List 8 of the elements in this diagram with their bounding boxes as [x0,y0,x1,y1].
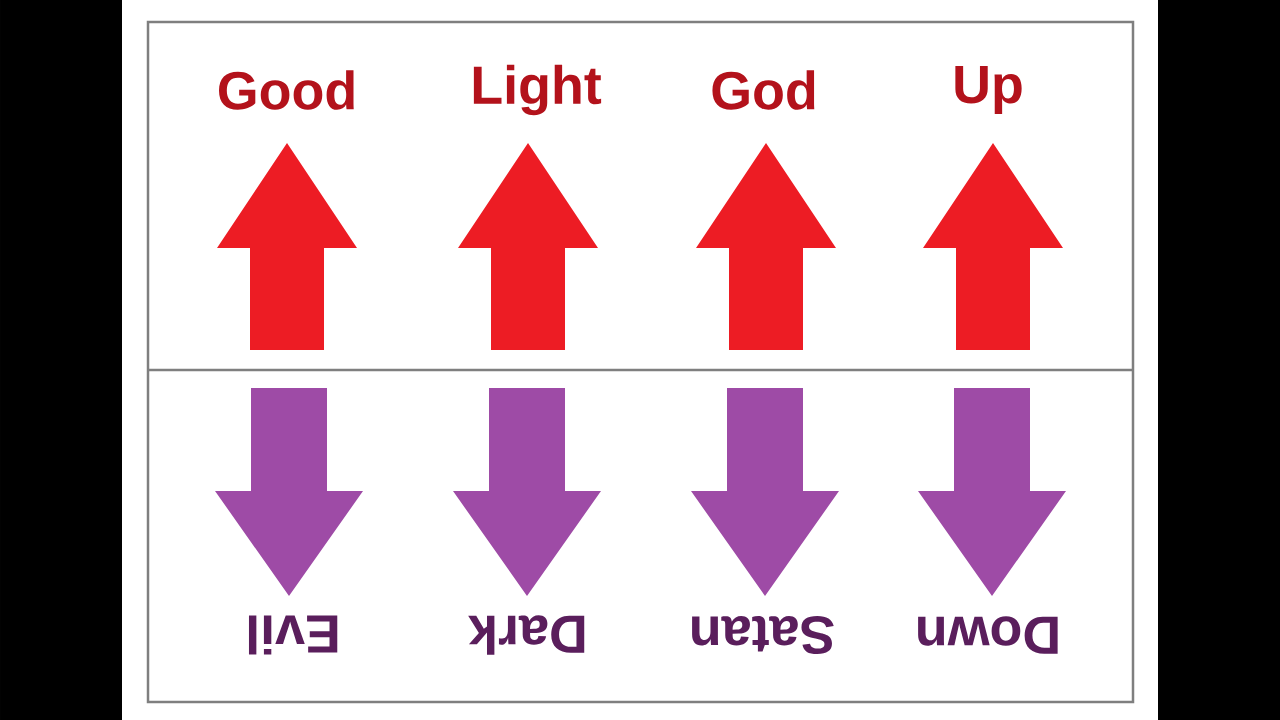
word: Up [955,65,1022,115]
word: God [712,70,815,110]
word: Evil [248,615,338,655]
word: Good [219,70,354,110]
word: Satan [692,615,834,655]
word: Down [918,616,1058,654]
word: Light [473,64,602,116]
word: Dark [468,615,585,655]
